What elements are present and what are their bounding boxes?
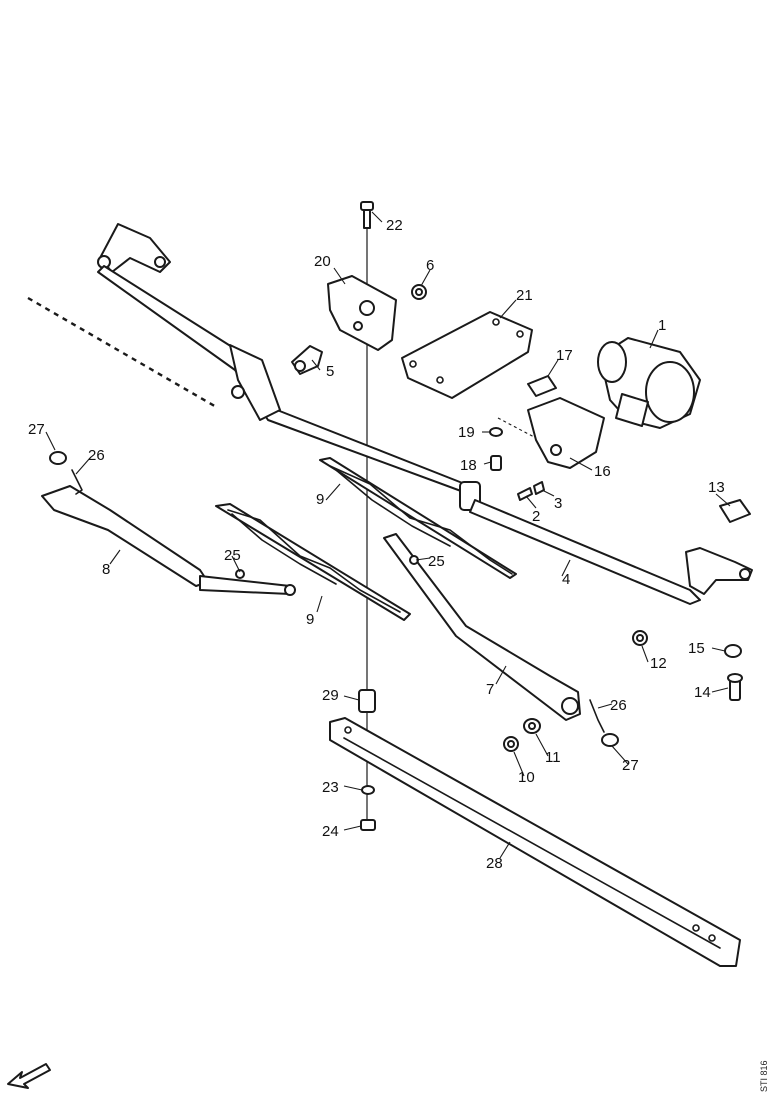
nut-15 xyxy=(724,644,742,658)
callout-10: 10 xyxy=(518,769,535,786)
clip-17 xyxy=(527,375,557,397)
bolt-14 xyxy=(727,673,743,701)
clip-13 xyxy=(719,499,751,523)
alignment-dashed-line-left xyxy=(27,296,219,410)
wiper-blade-upper xyxy=(319,457,517,579)
callout-13: 13 xyxy=(708,479,725,496)
callout-29: 29 xyxy=(322,687,339,704)
callout-5: 5 xyxy=(326,363,334,380)
callout-25-right: 25 xyxy=(428,553,445,570)
callout-4: 4 xyxy=(562,571,570,588)
callout-27-left: 27 xyxy=(28,421,45,438)
wiper-motor xyxy=(597,337,701,429)
wiper-blade-left xyxy=(215,503,411,621)
nut-24 xyxy=(360,819,376,831)
callout-26-left: 26 xyxy=(88,447,105,464)
callout-25-left: 25 xyxy=(224,547,241,564)
callout-labels: 1 2 3 4 5 7 8 9 9 6 10 11 12 13 14 15 16… xyxy=(28,217,725,872)
callout-11: 11 xyxy=(545,749,561,766)
spacer-29 xyxy=(358,689,376,713)
cover-plate xyxy=(401,311,533,399)
connecting-rod xyxy=(469,499,701,605)
callout-21: 21 xyxy=(516,287,533,304)
callout-3: 3 xyxy=(554,495,562,512)
motor-bracket xyxy=(527,397,605,469)
washer-11 xyxy=(523,718,541,734)
leader-lines xyxy=(45,211,731,859)
callout-9-lower: 9 xyxy=(306,611,314,628)
screw-2 xyxy=(517,487,533,501)
front-arrow-icon xyxy=(7,1063,51,1089)
clip-25-left xyxy=(235,569,245,579)
crossmember xyxy=(329,717,741,967)
callout-24: 24 xyxy=(322,823,339,840)
callout-17: 17 xyxy=(556,347,573,364)
left-pivot-bracket xyxy=(97,223,171,273)
washer-19 xyxy=(489,427,503,437)
cap-27-right xyxy=(601,733,619,747)
callout-6: 6 xyxy=(426,257,434,274)
callout-2: 2 xyxy=(532,508,540,525)
callout-27-right: 27 xyxy=(622,757,639,774)
bushing-5 xyxy=(291,345,323,375)
doc-reference: STI 816 xyxy=(759,1060,769,1092)
nut-10 xyxy=(503,736,519,752)
alignment-dashed-line-motor xyxy=(497,417,556,449)
callout-19: 19 xyxy=(458,424,475,441)
callout-7: 7 xyxy=(486,681,494,698)
callout-22: 22 xyxy=(386,217,403,234)
callout-20: 20 xyxy=(314,253,331,270)
cap-27-left xyxy=(49,451,67,465)
washer-23 xyxy=(361,785,375,795)
callout-14: 14 xyxy=(694,684,711,701)
callout-8: 8 xyxy=(102,561,110,578)
screw-3 xyxy=(533,481,545,495)
callout-12: 12 xyxy=(650,655,667,672)
nut-12 xyxy=(632,630,648,646)
callout-9-upper: 9 xyxy=(316,491,324,508)
spring-26-left xyxy=(71,469,83,495)
linkage-rod-main xyxy=(97,265,481,511)
callout-28: 28 xyxy=(486,855,503,872)
callout-23: 23 xyxy=(322,779,339,796)
mounting-bracket xyxy=(327,275,397,351)
bolt-22 xyxy=(360,201,374,229)
screw-18 xyxy=(490,455,502,471)
wiper-arm-right xyxy=(383,533,581,721)
callout-15: 15 xyxy=(688,640,705,657)
spring-26-right xyxy=(589,699,605,733)
right-pivot-bracket xyxy=(685,547,753,595)
nut-6 xyxy=(411,284,427,300)
wiper-arm-left xyxy=(41,485,296,596)
callout-18: 18 xyxy=(460,457,477,474)
callout-16: 16 xyxy=(594,463,611,480)
callout-1: 1 xyxy=(658,317,666,334)
callout-26-right: 26 xyxy=(610,697,627,714)
